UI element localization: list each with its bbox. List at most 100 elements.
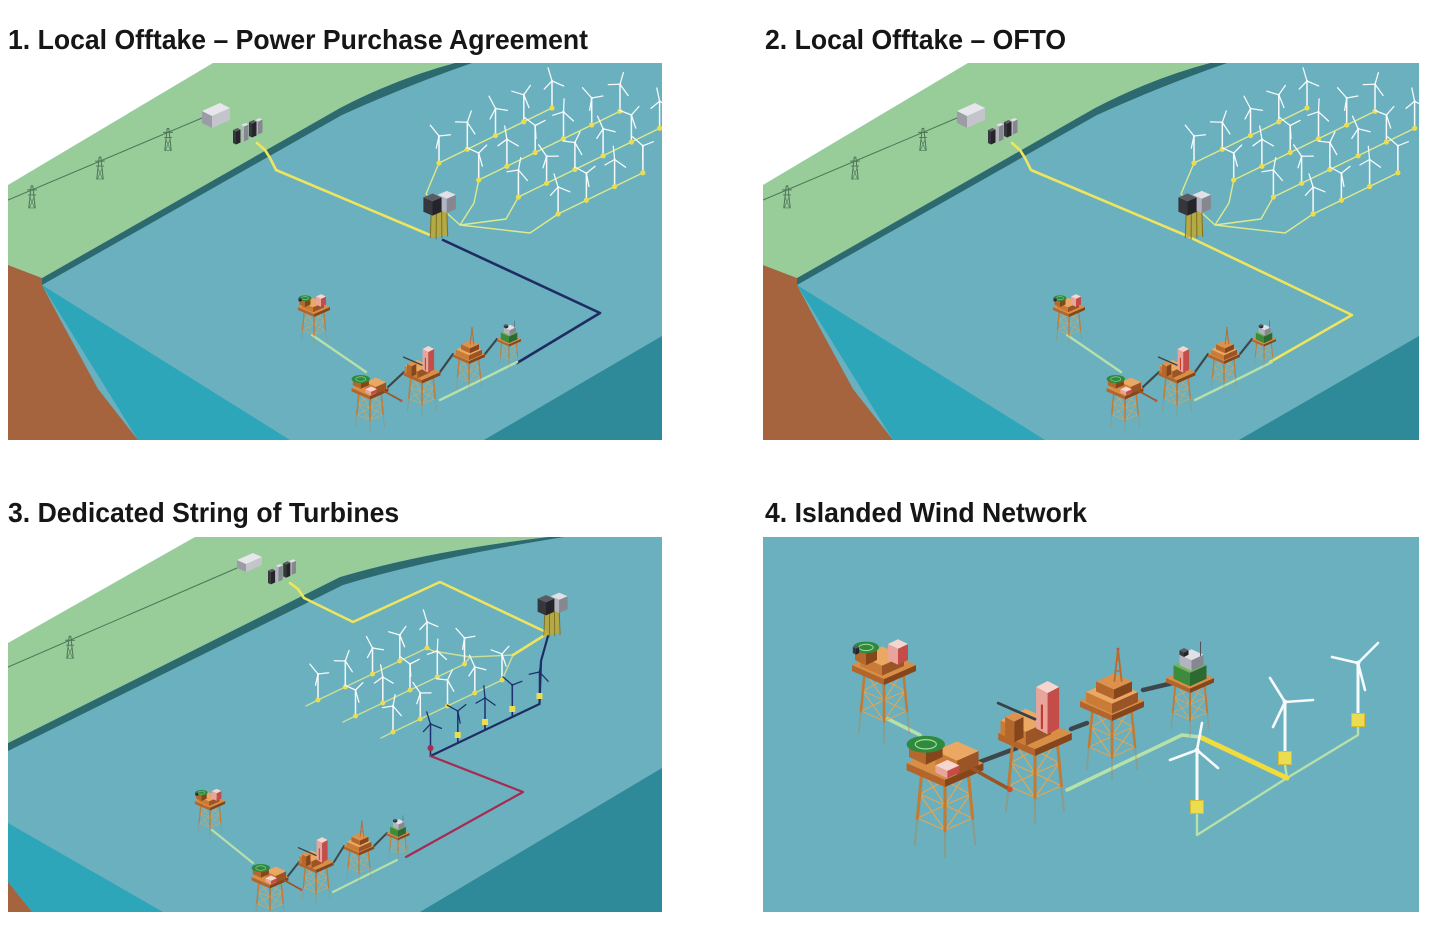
wind-turbine: [1168, 721, 1220, 814]
turbine-foundation: [1231, 177, 1237, 183]
substation-jacket-leg: [429, 211, 432, 239]
jacket-brace: [1124, 402, 1138, 421]
turbine-hub: [483, 696, 487, 700]
wind-turbine: [1261, 157, 1284, 200]
jacket-brace: [315, 875, 328, 882]
bridge-link: [1238, 337, 1254, 356]
module-left-face: [456, 349, 469, 361]
jacket-leg-submerged: [1060, 784, 1066, 813]
module-left-face: [1053, 298, 1055, 302]
jacket-brace: [1163, 391, 1178, 399]
export-cable: [255, 141, 432, 237]
turbine-hub: [429, 722, 432, 726]
module-right-face: [1112, 692, 1138, 714]
module-top-face: [1120, 377, 1142, 387]
module-top-face: [1192, 190, 1211, 199]
turbine-blade: [1317, 111, 1330, 122]
box-end-face: [988, 130, 991, 145]
turbine-blade: [1373, 109, 1388, 116]
jacket-brace: [1176, 398, 1191, 405]
turbine-foundation: [390, 729, 396, 735]
jacket-brace: [304, 875, 317, 894]
box-end-face: [249, 122, 252, 138]
box-side-face: [252, 121, 257, 138]
wind-turbine: [419, 609, 439, 651]
module-right-face: [300, 298, 302, 302]
turbine-blade: [1249, 107, 1264, 112]
turbine-hub: [1232, 151, 1235, 155]
helideck: [351, 375, 370, 384]
turbine-blade: [1184, 124, 1195, 137]
oil-gas-platform: [386, 815, 410, 862]
turbine-blade: [466, 121, 476, 135]
oil-gas-platform: [1166, 641, 1214, 738]
box-top-face: [288, 559, 296, 563]
box-side-face: [1013, 119, 1018, 135]
turbine-blade: [379, 664, 384, 678]
turbine-hub: [425, 620, 429, 624]
array-cable: [1195, 776, 1289, 837]
utility-module: [1005, 712, 1024, 743]
turbine-hub: [1345, 96, 1348, 100]
panel-2-title: 2. Local Offtake – OFTO: [765, 24, 1067, 55]
module-top-face: [365, 377, 387, 387]
jacket-leg: [901, 669, 909, 713]
turbine-foundation: [1247, 132, 1254, 139]
module-right-face: [398, 821, 405, 830]
jacket-leg: [456, 356, 461, 378]
oil-gas-platforms: [298, 294, 521, 434]
turbine-foundation: [1299, 180, 1305, 186]
sea-cross-section: [8, 823, 163, 912]
jacket-brace: [1068, 324, 1081, 331]
turbine-hub: [1194, 747, 1200, 753]
jacket-brace: [1068, 319, 1080, 325]
turbine-foundation: [462, 661, 467, 667]
platform-link-cable: [1193, 360, 1274, 402]
jacket-brace: [1034, 762, 1060, 799]
jacket-brace: [1172, 703, 1191, 713]
deck-right-face: [398, 833, 410, 841]
turbine-hub: [613, 158, 616, 161]
turbine-foundation: [482, 719, 488, 725]
oil-gas-platform: [402, 346, 441, 418]
wind-turbine: [399, 655, 420, 693]
jacket-brace: [1111, 726, 1134, 737]
wind-turbine: [1336, 87, 1359, 128]
turbine-blade: [1302, 67, 1308, 82]
jacket-leg-submerged: [1235, 376, 1238, 389]
jacket-brace: [256, 903, 271, 910]
turbine-blade: [490, 649, 503, 655]
wind-turbine: [596, 115, 616, 159]
turbine-blade: [446, 679, 455, 692]
module-top-face: [365, 386, 377, 392]
platform-link-cable: [331, 858, 399, 894]
module-left-face: [301, 854, 307, 867]
substation-module: [423, 193, 442, 216]
jacket-brace: [1189, 697, 1207, 721]
turbine-hub: [522, 93, 525, 96]
jacket-brace: [916, 817, 946, 831]
module-top-face: [1162, 361, 1172, 367]
seabed-cross-section: [763, 265, 893, 440]
jacket-brace: [397, 849, 407, 854]
jacket-leg-submerged: [1109, 413, 1113, 428]
module-left-face: [1216, 344, 1225, 354]
module-top-face: [935, 759, 960, 771]
jacket-leg-submerged: [913, 817, 919, 846]
module-right-face: [359, 841, 372, 852]
deck-left-face: [351, 388, 370, 400]
panel-1-illustration: [8, 63, 662, 440]
platform-topsides: [500, 320, 518, 344]
turbine-blade: [1330, 655, 1360, 665]
wind-turbine: [1329, 165, 1351, 203]
accommodation-module: [1071, 294, 1081, 307]
module-right-face: [1166, 363, 1172, 377]
jacket-leg-submerged: [406, 397, 410, 412]
oil-gas-platform: [1106, 375, 1158, 434]
turbine-blade: [1272, 157, 1277, 171]
jacket-leg-submerged: [906, 710, 911, 734]
deep-sea-face: [1239, 336, 1419, 440]
box-side-face: [991, 129, 996, 145]
panel-1-title: 1. Local Offtake – Power Purchase Agreem…: [8, 24, 589, 55]
box-side-face: [270, 570, 276, 585]
